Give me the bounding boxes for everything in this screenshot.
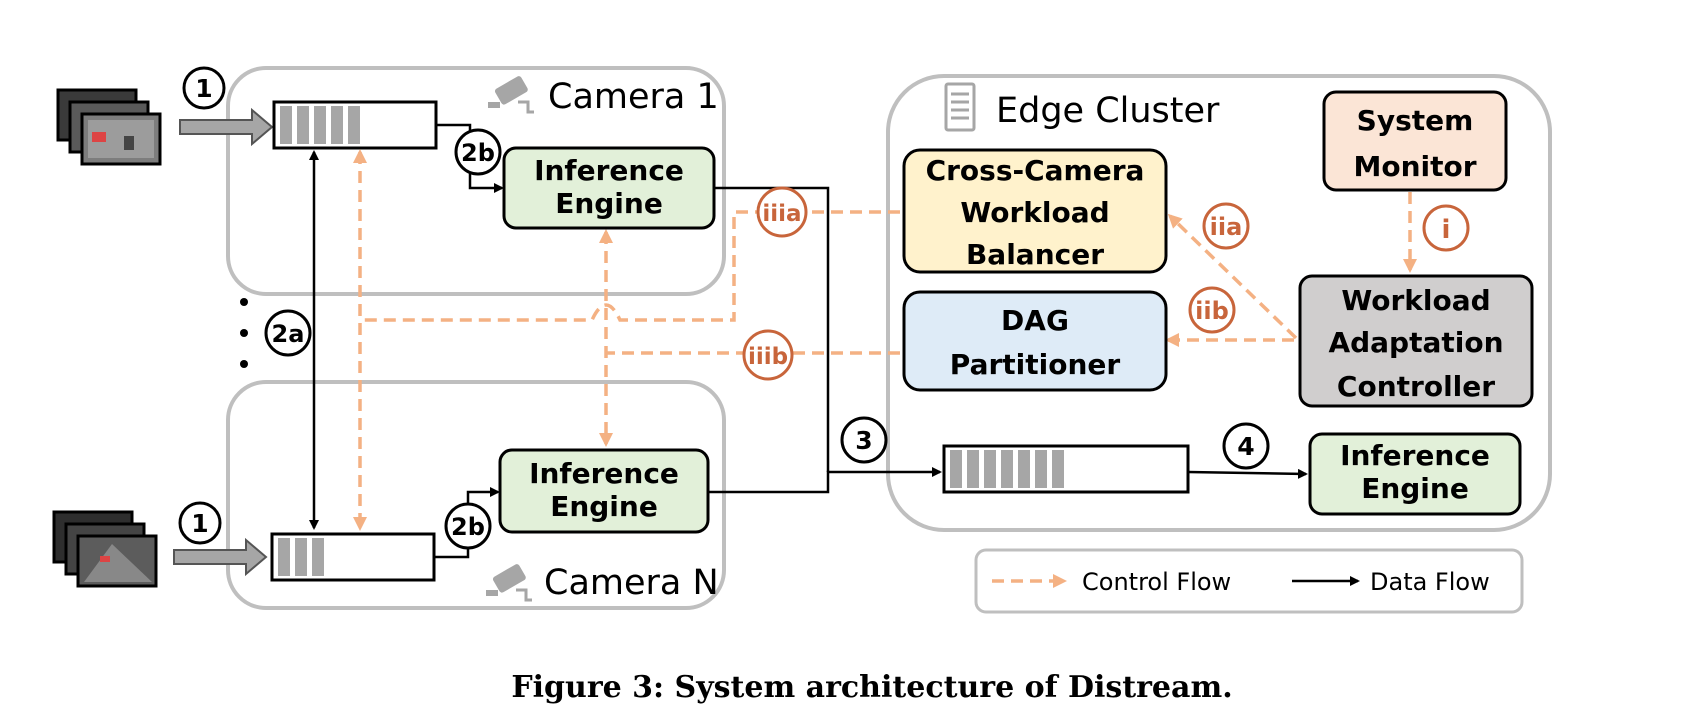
video-frames-cameraN [52, 510, 158, 588]
dag-partitioner: DAG Partitioner [902, 290, 1168, 392]
inference-engine-cameraN-line1: Inference [529, 457, 679, 490]
legend-control-label: Control Flow [1082, 568, 1231, 596]
inference-engine-camera1-line1: Inference [534, 154, 684, 187]
step-2b-camera1-text: 2b [461, 139, 495, 167]
control-step-iia: iia [1202, 202, 1250, 250]
controller-line1: Workload [1341, 284, 1490, 317]
system-monitor: System Monitor [1322, 90, 1508, 192]
input-arrow-camera1 [179, 107, 274, 147]
control-step-iib: iib [1188, 286, 1236, 334]
control-step-i-text: i [1442, 215, 1451, 245]
figure-caption: Figure 3: System architecture of Distrea… [511, 670, 1232, 705]
cameraN-icon [486, 564, 532, 602]
workload-adaptation-controller: Workload Adaptation Controller [1298, 274, 1534, 408]
balancer-line2: Workload [960, 196, 1109, 229]
step-1-camera1-text: 1 [195, 74, 212, 103]
step-2b-camera1: 2b [454, 128, 502, 176]
controller-line2: Adaptation [1328, 326, 1503, 359]
camera1-icon [488, 76, 534, 114]
ellipsis-dots [240, 298, 248, 368]
control-step-iiib-text: iiib [748, 344, 788, 370]
camera1-title: Camera 1 [548, 77, 719, 117]
balancer-line3: Balancer [966, 238, 1104, 271]
inference-engine-cameraN: Inference Engine [498, 448, 710, 534]
server-icon [944, 82, 976, 132]
legend: Control Flow Data Flow [974, 548, 1524, 614]
inference-engine-camera1-line2: Engine [555, 187, 663, 220]
step-3: 3 [840, 416, 888, 464]
cross-camera-workload-balancer: Cross-Camera Workload Balancer [902, 148, 1168, 274]
step-3-text: 3 [855, 426, 872, 455]
cameraN-title: Camera N [544, 563, 719, 603]
video-frames-camera1 [56, 88, 162, 166]
control-step-iiib: iiib [742, 329, 794, 381]
step-4-text: 4 [1237, 432, 1254, 461]
dag-line1: DAG [1001, 304, 1069, 337]
control-step-iib-text: iib [1195, 297, 1229, 325]
step-2b-cameraN: 2b [444, 502, 492, 550]
monitor-line2: Monitor [1353, 150, 1476, 183]
input-arrow-cameraN [173, 537, 268, 577]
inference-engine-cameraN-line2: Engine [550, 490, 658, 523]
queue-camera1 [272, 100, 438, 150]
step-2a-text: 2a [272, 320, 305, 348]
control-step-i: i [1422, 204, 1470, 252]
inference-engine-edge: Inference Engine [1308, 432, 1522, 516]
edge-cluster-title: Edge Cluster [996, 91, 1220, 131]
dag-line2: Partitioner [950, 348, 1121, 381]
step-2a: 2a [264, 309, 312, 357]
balancer-line1: Cross-Camera [926, 154, 1145, 187]
queue-edge [942, 444, 1190, 494]
inference-engine-edge-line1: Inference [1340, 439, 1490, 472]
monitor-line1: System [1357, 104, 1474, 137]
legend-data-label: Data Flow [1370, 568, 1490, 596]
queue-cameraN [270, 532, 436, 582]
controller-line3: Controller [1337, 370, 1495, 403]
step-1-camera1: 1 [182, 66, 226, 110]
control-step-iia-text: iia [1210, 213, 1243, 241]
step-1-cameraN: 1 [178, 501, 222, 545]
step-2b-cameraN-text: 2b [451, 513, 485, 541]
step-1-cameraN-text: 1 [191, 509, 208, 538]
inference-engine-camera1: Inference Engine [502, 146, 716, 230]
control-step-iiia-text: iiia [762, 201, 801, 227]
inference-engine-edge-line2: Engine [1361, 472, 1469, 505]
step-4: 4 [1222, 422, 1270, 470]
control-flow-lines [353, 149, 1417, 531]
control-step-iiia: iiia [756, 186, 808, 238]
